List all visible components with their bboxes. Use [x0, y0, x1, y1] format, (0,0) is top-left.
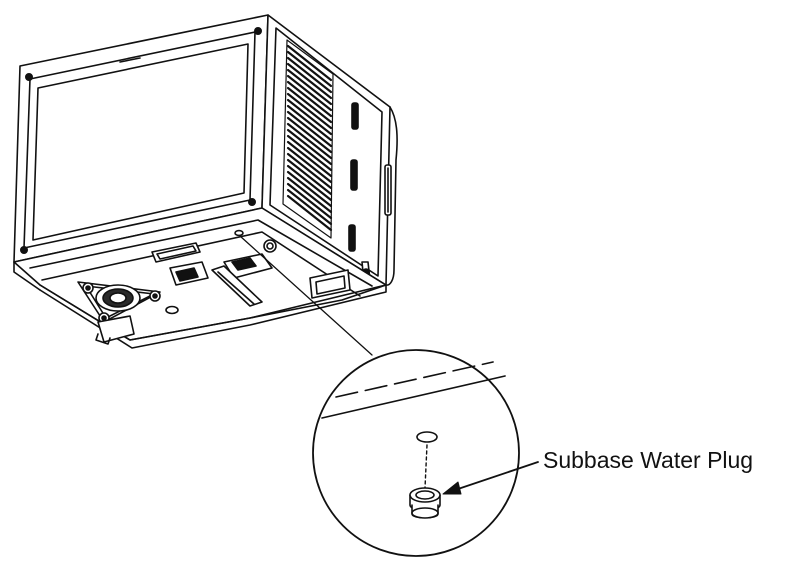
- louver-slats: [288, 46, 331, 230]
- leader-arrow-icon: [443, 462, 538, 494]
- louver-slat: [288, 64, 331, 98]
- callout-label: Subbase Water Plug: [543, 447, 754, 473]
- louver-slat: [288, 100, 331, 134]
- louver-slat: [288, 196, 331, 230]
- louver-slat: [288, 82, 331, 116]
- louver-slat: [288, 88, 331, 122]
- louver-slat: [288, 112, 331, 146]
- louver-slat: [288, 148, 331, 182]
- base-tray: [14, 208, 386, 348]
- louver-slat: [288, 94, 331, 128]
- louver-slat: [288, 52, 331, 86]
- louver-slat: [288, 142, 331, 176]
- louver-slat: [288, 154, 331, 188]
- louver-slat: [288, 70, 331, 104]
- louver-slat: [288, 46, 331, 80]
- louver-slat: [288, 106, 331, 140]
- louver-slat: [288, 136, 331, 170]
- louver-slat: [288, 124, 331, 158]
- side-slots: [349, 103, 358, 251]
- drain-hole: [417, 432, 437, 442]
- motor-mount-plate: [78, 282, 178, 323]
- cabinet-right-face: [262, 15, 397, 285]
- louver-slat: [288, 166, 331, 200]
- magnified-detail-circle: [313, 350, 519, 556]
- louver-slat: [288, 76, 331, 110]
- louver-slat: [288, 160, 331, 194]
- louver-slat: [288, 178, 331, 212]
- louver-slat: [288, 184, 331, 218]
- louver-slat: [288, 172, 331, 206]
- louver-slat: [288, 130, 331, 164]
- water-plug-icon: [410, 488, 440, 518]
- leader-line: [240, 236, 372, 355]
- louver-slat: [288, 190, 331, 224]
- louver-slat: [288, 58, 331, 92]
- louver-slat: [288, 118, 331, 152]
